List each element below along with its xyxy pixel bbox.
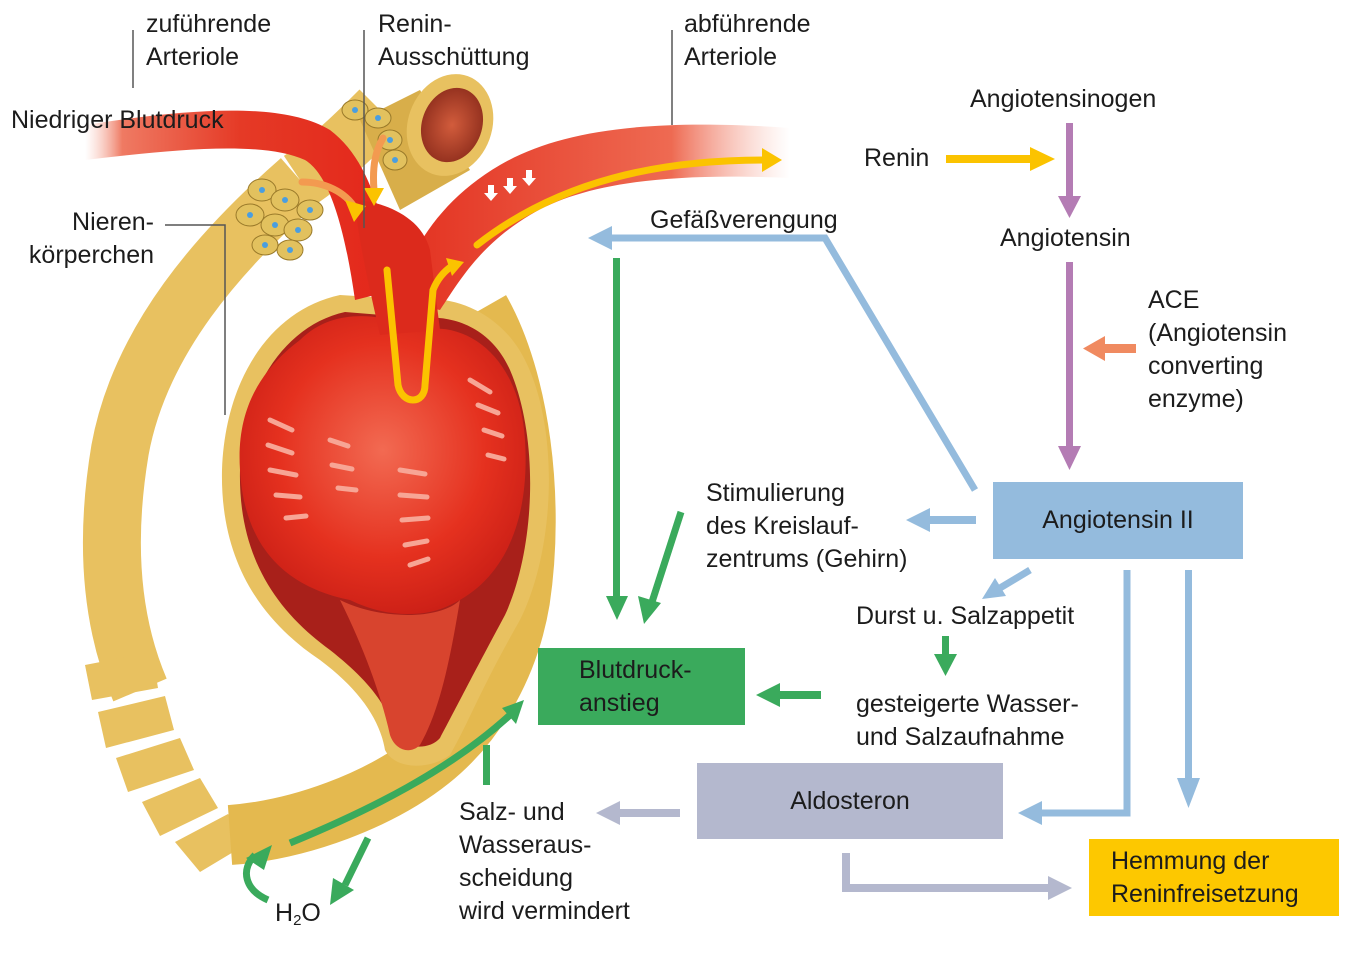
glomerulus bbox=[239, 316, 526, 751]
label-thirst: Durst u. Salzappetit bbox=[856, 602, 1075, 630]
label-vasoconstriction: Gefäßverengung bbox=[650, 206, 838, 234]
ace-arrow bbox=[1083, 336, 1136, 361]
thirst-arrow bbox=[982, 566, 1032, 599]
bp-arrows bbox=[243, 258, 957, 905]
aldosterone-box: Aldosteron bbox=[697, 763, 1003, 839]
label-water-salt-intake: gesteigerte Wasser- und Salzaufnahme bbox=[856, 690, 1079, 751]
label-low-blood-pressure: Niedriger Blutdruck bbox=[11, 106, 224, 134]
brain-stimulation-arrow bbox=[906, 508, 976, 532]
renin-arrow bbox=[946, 147, 1055, 171]
label-renin-release: Renin- Ausschüttung bbox=[378, 10, 530, 71]
label-renal-corpuscle: Nieren- körperchen bbox=[28, 208, 154, 269]
label-angiotensinogen: Angiotensinogen bbox=[970, 85, 1157, 113]
bp-increase-label: Blutdruck- anstieg bbox=[579, 655, 692, 717]
label-circulation-center: Stimulierung des Kreislauf- zentrums (Ge… bbox=[706, 479, 908, 573]
vasoconstriction-arrow bbox=[588, 226, 979, 492]
afferent-arteriole bbox=[85, 110, 395, 301]
renin-inhibition-arrow-blue bbox=[1177, 570, 1200, 808]
efferent-arteriole bbox=[395, 124, 790, 310]
renin-inhibition-label: Hemmung der Reninfreisetzung bbox=[1111, 846, 1299, 908]
angiotensin-ii-box: Angiotensin II bbox=[993, 482, 1243, 559]
aldosterone-stimulation-arrow bbox=[1018, 570, 1131, 825]
label-afferent-arteriole: zuführende Arteriole bbox=[146, 10, 272, 71]
label-water: H2O bbox=[275, 899, 321, 929]
aldosterone-arrows bbox=[596, 801, 1072, 900]
renin-inhibition-box: Hemmung der Reninfreisetzung bbox=[1089, 839, 1339, 916]
angiotensin-arrow bbox=[1058, 262, 1081, 470]
bp-increase-box: Blutdruck- anstieg bbox=[538, 648, 745, 725]
label-renin: Renin bbox=[864, 144, 930, 172]
label-ace: ACE (Angiotensin converting enzyme) bbox=[1148, 286, 1287, 413]
leader-lines bbox=[132, 30, 673, 415]
aldosterone-label: Aldosteron bbox=[790, 786, 910, 815]
label-efferent-arteriole: abführende Arteriole bbox=[684, 10, 811, 71]
angiotensinogen-arrow bbox=[1058, 123, 1081, 218]
label-excretion-reduced: Salz- und Wasseraus- scheidung wird verm… bbox=[459, 798, 630, 925]
angiotensin-ii-label: Angiotensin II bbox=[1042, 506, 1194, 534]
label-angiotensin: Angiotensin bbox=[1000, 224, 1131, 252]
constriction-markers bbox=[484, 170, 569, 240]
